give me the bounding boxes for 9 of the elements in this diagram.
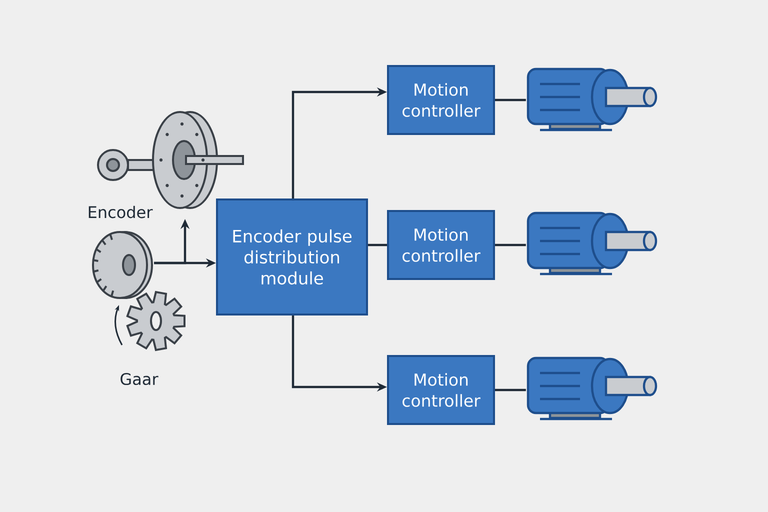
process-box: Encoder pulse distribution module	[216, 198, 368, 316]
process-box: Motion controller	[387, 355, 495, 425]
motor-drawing	[526, 356, 658, 420]
process-box: Motion controller	[387, 210, 495, 280]
motor-drawing	[526, 212, 658, 276]
node-label: Gaar	[120, 372, 158, 386]
node-label: Encoder	[88, 206, 153, 218]
motor-drawing	[526, 68, 658, 132]
process-box: Motion controller	[387, 65, 495, 135]
